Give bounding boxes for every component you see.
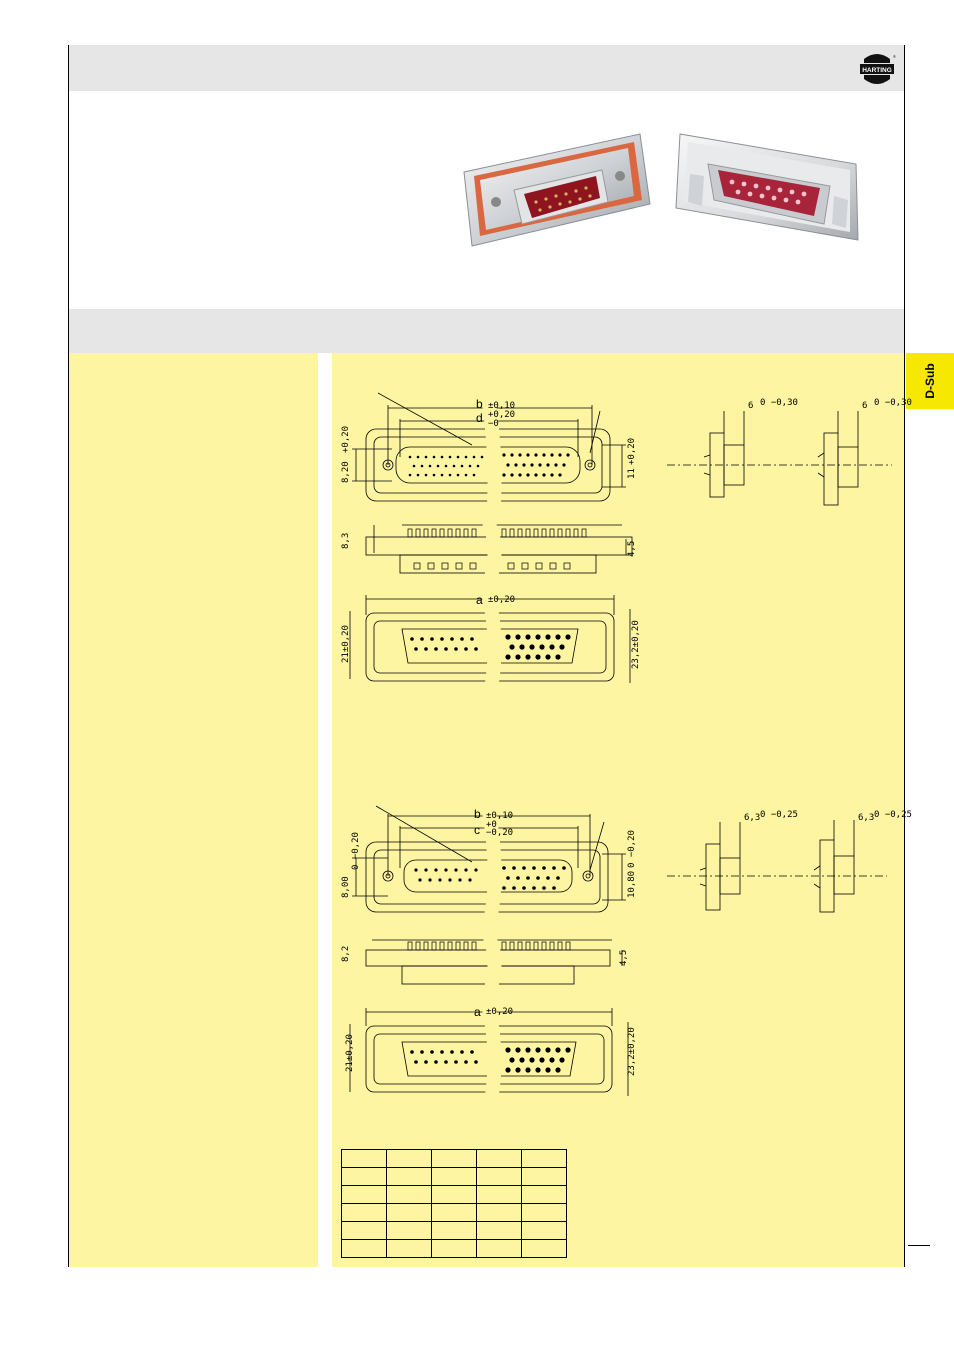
- table-cell: [431, 1185, 477, 1204]
- svg-text:b: b: [474, 807, 481, 821]
- table-cell: [341, 1239, 387, 1258]
- table-cell: [476, 1221, 522, 1240]
- header-bar: [69, 45, 904, 91]
- svg-text:+0,20: +0,20: [627, 438, 637, 465]
- svg-text:®: ®: [893, 54, 896, 59]
- page-number-rule: [908, 1245, 930, 1246]
- table-cell: [521, 1221, 567, 1240]
- svg-text:8,20: 8,20: [341, 461, 351, 483]
- table-cell: [341, 1149, 387, 1168]
- table-cell: [341, 1167, 387, 1186]
- d-sub-tab[interactable]: D-Sub: [906, 353, 954, 409]
- table-cell: [341, 1221, 387, 1240]
- svg-text:+0,20: +0,20: [488, 410, 515, 420]
- svg-text:−0: −0: [488, 419, 499, 429]
- table-row: [341, 1185, 567, 1204]
- table-cell: [386, 1239, 432, 1258]
- left-frame-line: [68, 45, 69, 1267]
- table-cell: [386, 1203, 432, 1222]
- svg-text:b: b: [476, 397, 483, 411]
- table-cell: [521, 1203, 567, 1222]
- table-cell: [476, 1203, 522, 1222]
- svg-text:6,3: 6,3: [858, 813, 874, 823]
- svg-text:6: 6: [748, 401, 753, 411]
- svg-text:23,2±0,20: 23,2±0,20: [631, 620, 641, 669]
- female-connector-photo: [675, 133, 859, 241]
- svg-text:+0,20: +0,20: [341, 426, 351, 453]
- svg-text:6: 6: [862, 401, 867, 411]
- svg-text:±0,10: ±0,10: [486, 811, 513, 821]
- svg-text:21±0,20: 21±0,20: [341, 625, 351, 663]
- table-cell: [476, 1149, 522, 1168]
- table-row: [341, 1167, 567, 1186]
- right-frame-line: [904, 45, 905, 1267]
- table-row: [341, 1149, 567, 1168]
- svg-text:0 −0,20: 0 −0,20: [627, 830, 637, 868]
- svg-text:±0,20: ±0,20: [488, 595, 515, 605]
- svg-text:a: a: [474, 1005, 481, 1019]
- svg-text:a: a: [476, 593, 483, 607]
- table-cell: [386, 1185, 432, 1204]
- svg-text:±0,10: ±0,10: [488, 401, 515, 411]
- table-cell: [476, 1239, 522, 1258]
- svg-text:23,2±0,20: 23,2±0,20: [627, 1027, 637, 1076]
- table-cell: [386, 1149, 432, 1168]
- svg-text:8,2: 8,2: [341, 946, 351, 962]
- svg-text:4,5: 4,5: [619, 950, 629, 966]
- table-cell: [476, 1185, 522, 1204]
- male-connector-photo: [463, 133, 651, 247]
- table-cell: [431, 1239, 477, 1258]
- table-cell: [431, 1167, 477, 1186]
- svg-text:HARTING: HARTING: [862, 67, 892, 74]
- table-cell: [431, 1203, 477, 1222]
- svg-text:0 −0,25: 0 −0,25: [874, 810, 912, 820]
- technical-drawing-bottom: b ±0,10 c +0 −0,20 8,00 0 −0,20 10,80 0 …: [341, 805, 912, 1100]
- table-cell: [386, 1167, 432, 1186]
- table-cell: [431, 1221, 477, 1240]
- table-row: [341, 1221, 567, 1240]
- svg-text:6,3: 6,3: [744, 813, 760, 823]
- table-row: [341, 1239, 567, 1258]
- svg-text:d: d: [476, 411, 483, 425]
- svg-text:0 −0,30: 0 −0,30: [760, 398, 798, 408]
- table-cell: [341, 1203, 387, 1222]
- svg-text:10,80: 10,80: [627, 871, 637, 898]
- table-cell: [521, 1149, 567, 1168]
- table-cell: [431, 1149, 477, 1168]
- svg-text:c: c: [474, 823, 480, 837]
- svg-text:8,3: 8,3: [341, 533, 351, 549]
- svg-text:+0: +0: [486, 820, 497, 830]
- spec-table: [341, 1149, 567, 1258]
- left-description-panel: [69, 353, 318, 1267]
- table-cell: [521, 1185, 567, 1204]
- svg-text:0 −0,25: 0 −0,25: [760, 810, 798, 820]
- svg-text:±0,20: ±0,20: [486, 1007, 513, 1017]
- svg-text:0 −0,20: 0 −0,20: [351, 832, 361, 870]
- svg-text:11: 11: [627, 468, 637, 479]
- harting-logo: HARTING ®: [860, 54, 896, 84]
- right-drawing-panel: [332, 353, 904, 1267]
- table-row: [341, 1203, 567, 1222]
- svg-text:8,00: 8,00: [341, 876, 351, 898]
- svg-text:21±0,20: 21±0,20: [345, 1034, 355, 1072]
- table-cell: [341, 1185, 387, 1204]
- table-cell: [386, 1221, 432, 1240]
- svg-text:4,5: 4,5: [627, 541, 637, 557]
- svg-text:0 −0,30: 0 −0,30: [874, 398, 912, 408]
- d-sub-tab-label: D-Sub: [923, 363, 937, 399]
- technical-drawing-top: b ±0,10 d +0,20 −0 8,20 +0,20 11 +0,20 8…: [341, 392, 912, 693]
- table-cell: [521, 1167, 567, 1186]
- section-header-bar: [69, 309, 904, 353]
- table-cell: [521, 1239, 567, 1258]
- svg-text:−0,20: −0,20: [486, 828, 513, 838]
- table-cell: [476, 1167, 522, 1186]
